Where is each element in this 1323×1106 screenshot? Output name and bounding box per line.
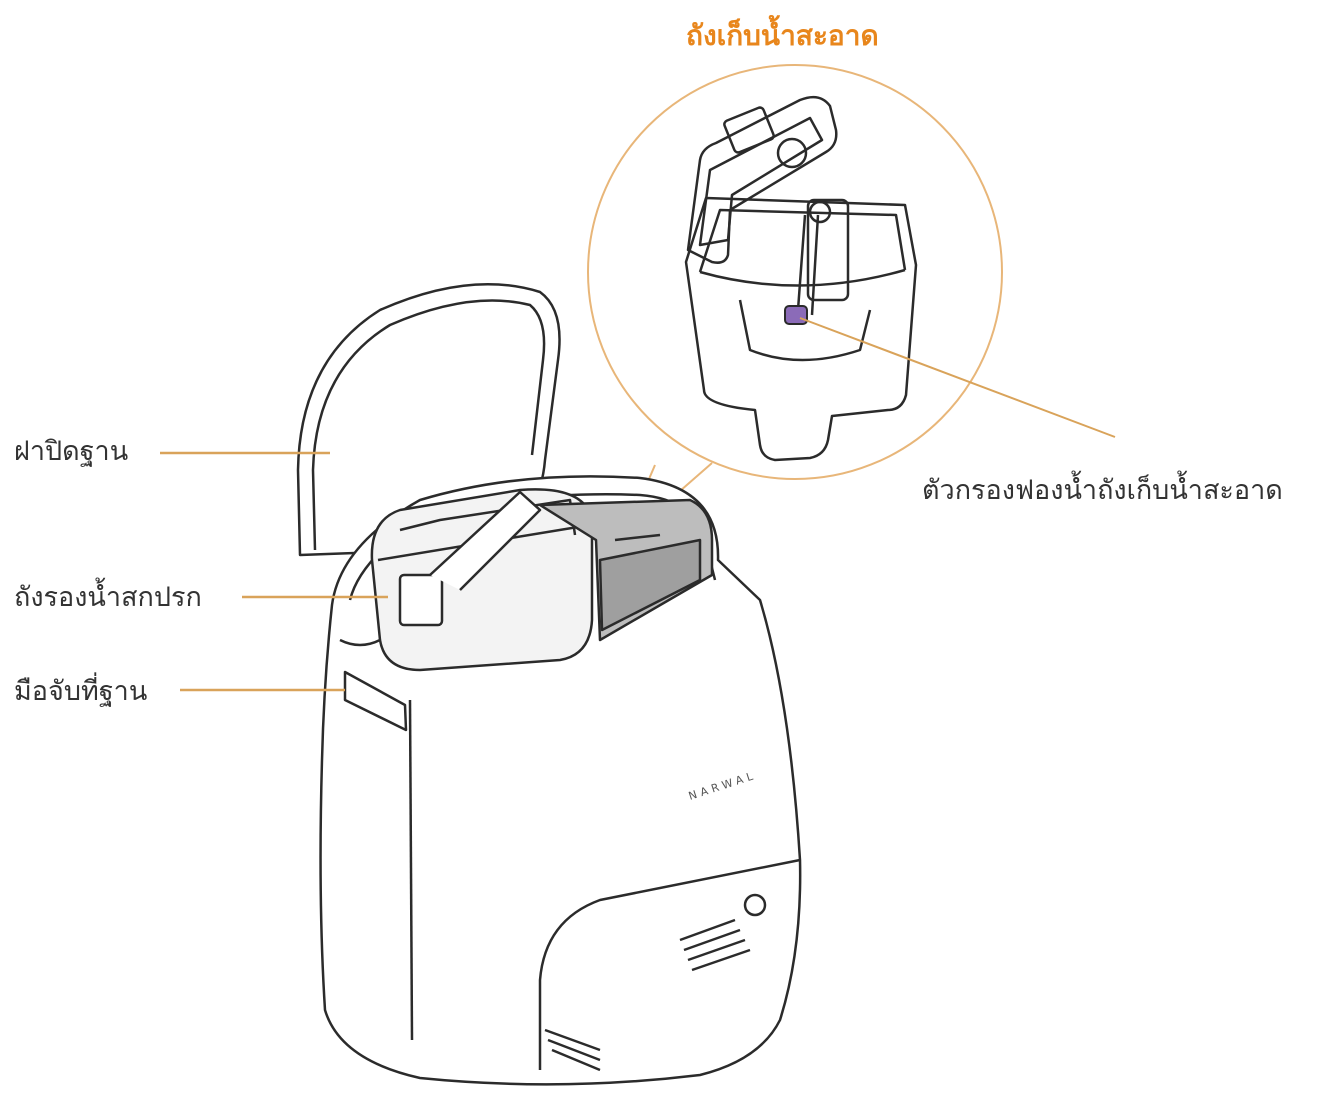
- filter-sponge: [784, 305, 808, 325]
- zoom-callout-circle: [587, 64, 1003, 480]
- label-base-handle: มือจับที่ฐาน: [14, 676, 148, 707]
- clean-water-tank: [684, 95, 918, 462]
- label-base-lid: ฝาปิดฐาน: [14, 436, 129, 467]
- clean-water-compartment: [538, 498, 714, 642]
- dirty-water-tank: [370, 488, 594, 672]
- clean-water-tank-title: ถังเก็บน้ำสะอาด: [686, 19, 879, 52]
- leader-filter: [799, 317, 1116, 438]
- label-dirty-water-tank: ถังรองน้ำสกปรก: [14, 582, 202, 613]
- label-clean-tank-filter: ตัวกรองฟองน้ำถังเก็บน้ำสะอาด: [922, 475, 1283, 506]
